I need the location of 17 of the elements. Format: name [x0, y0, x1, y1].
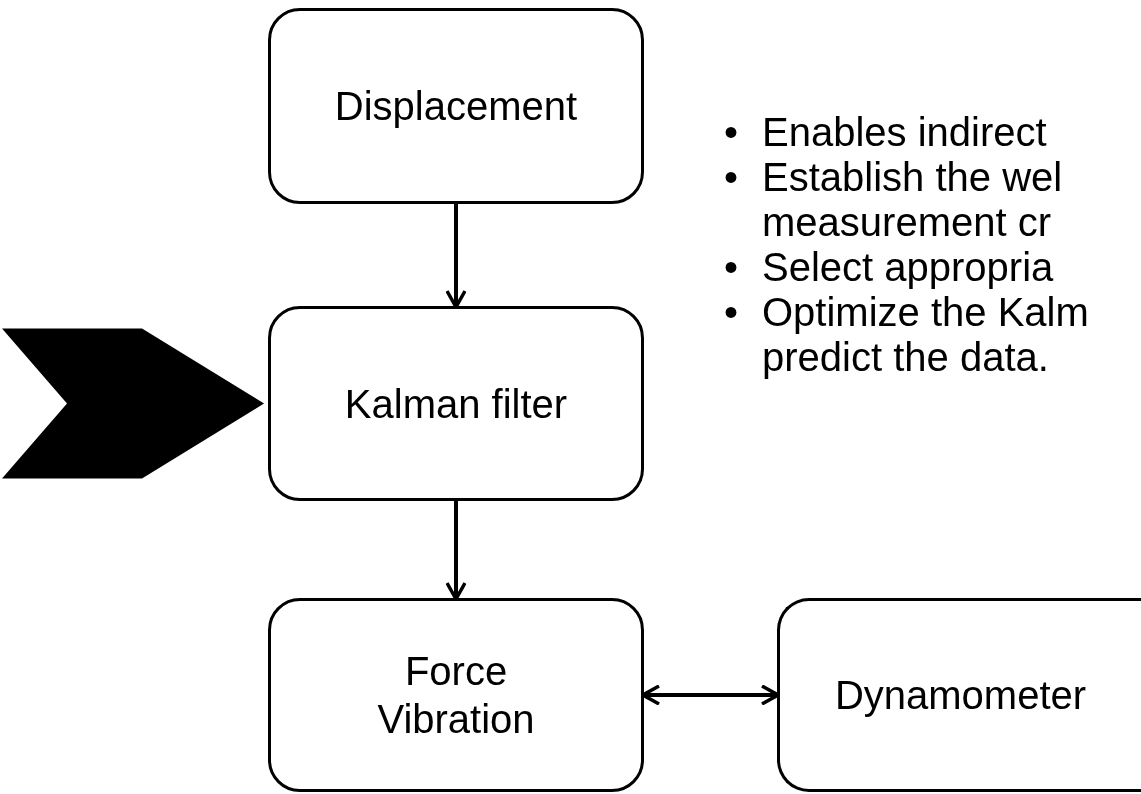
bullet-marker: •: [724, 290, 738, 335]
node-label: Dynamometer: [834, 672, 1087, 719]
bullet-marker: •: [724, 110, 738, 155]
bullet-text: Enables indirect: [762, 110, 1048, 155]
bullet-marker: •: [724, 155, 738, 200]
node-label: Displacement: [334, 83, 578, 130]
bullet-text: Select appropria: [762, 245, 1055, 290]
process-box: [268, 598, 644, 792]
node-label: Force Vibration: [376, 648, 536, 743]
process-box: [777, 598, 1141, 792]
bullet-text: Optimize the Kalm predict the data.: [762, 290, 1090, 380]
node-label: Kalman filter: [344, 380, 568, 428]
bullet-text: Establish the wel measurement cr: [762, 155, 1064, 245]
process-box: [268, 306, 644, 501]
process-box: [268, 8, 644, 204]
bullet-marker: •: [724, 245, 738, 290]
chevron-arrow: [2, 328, 264, 479]
